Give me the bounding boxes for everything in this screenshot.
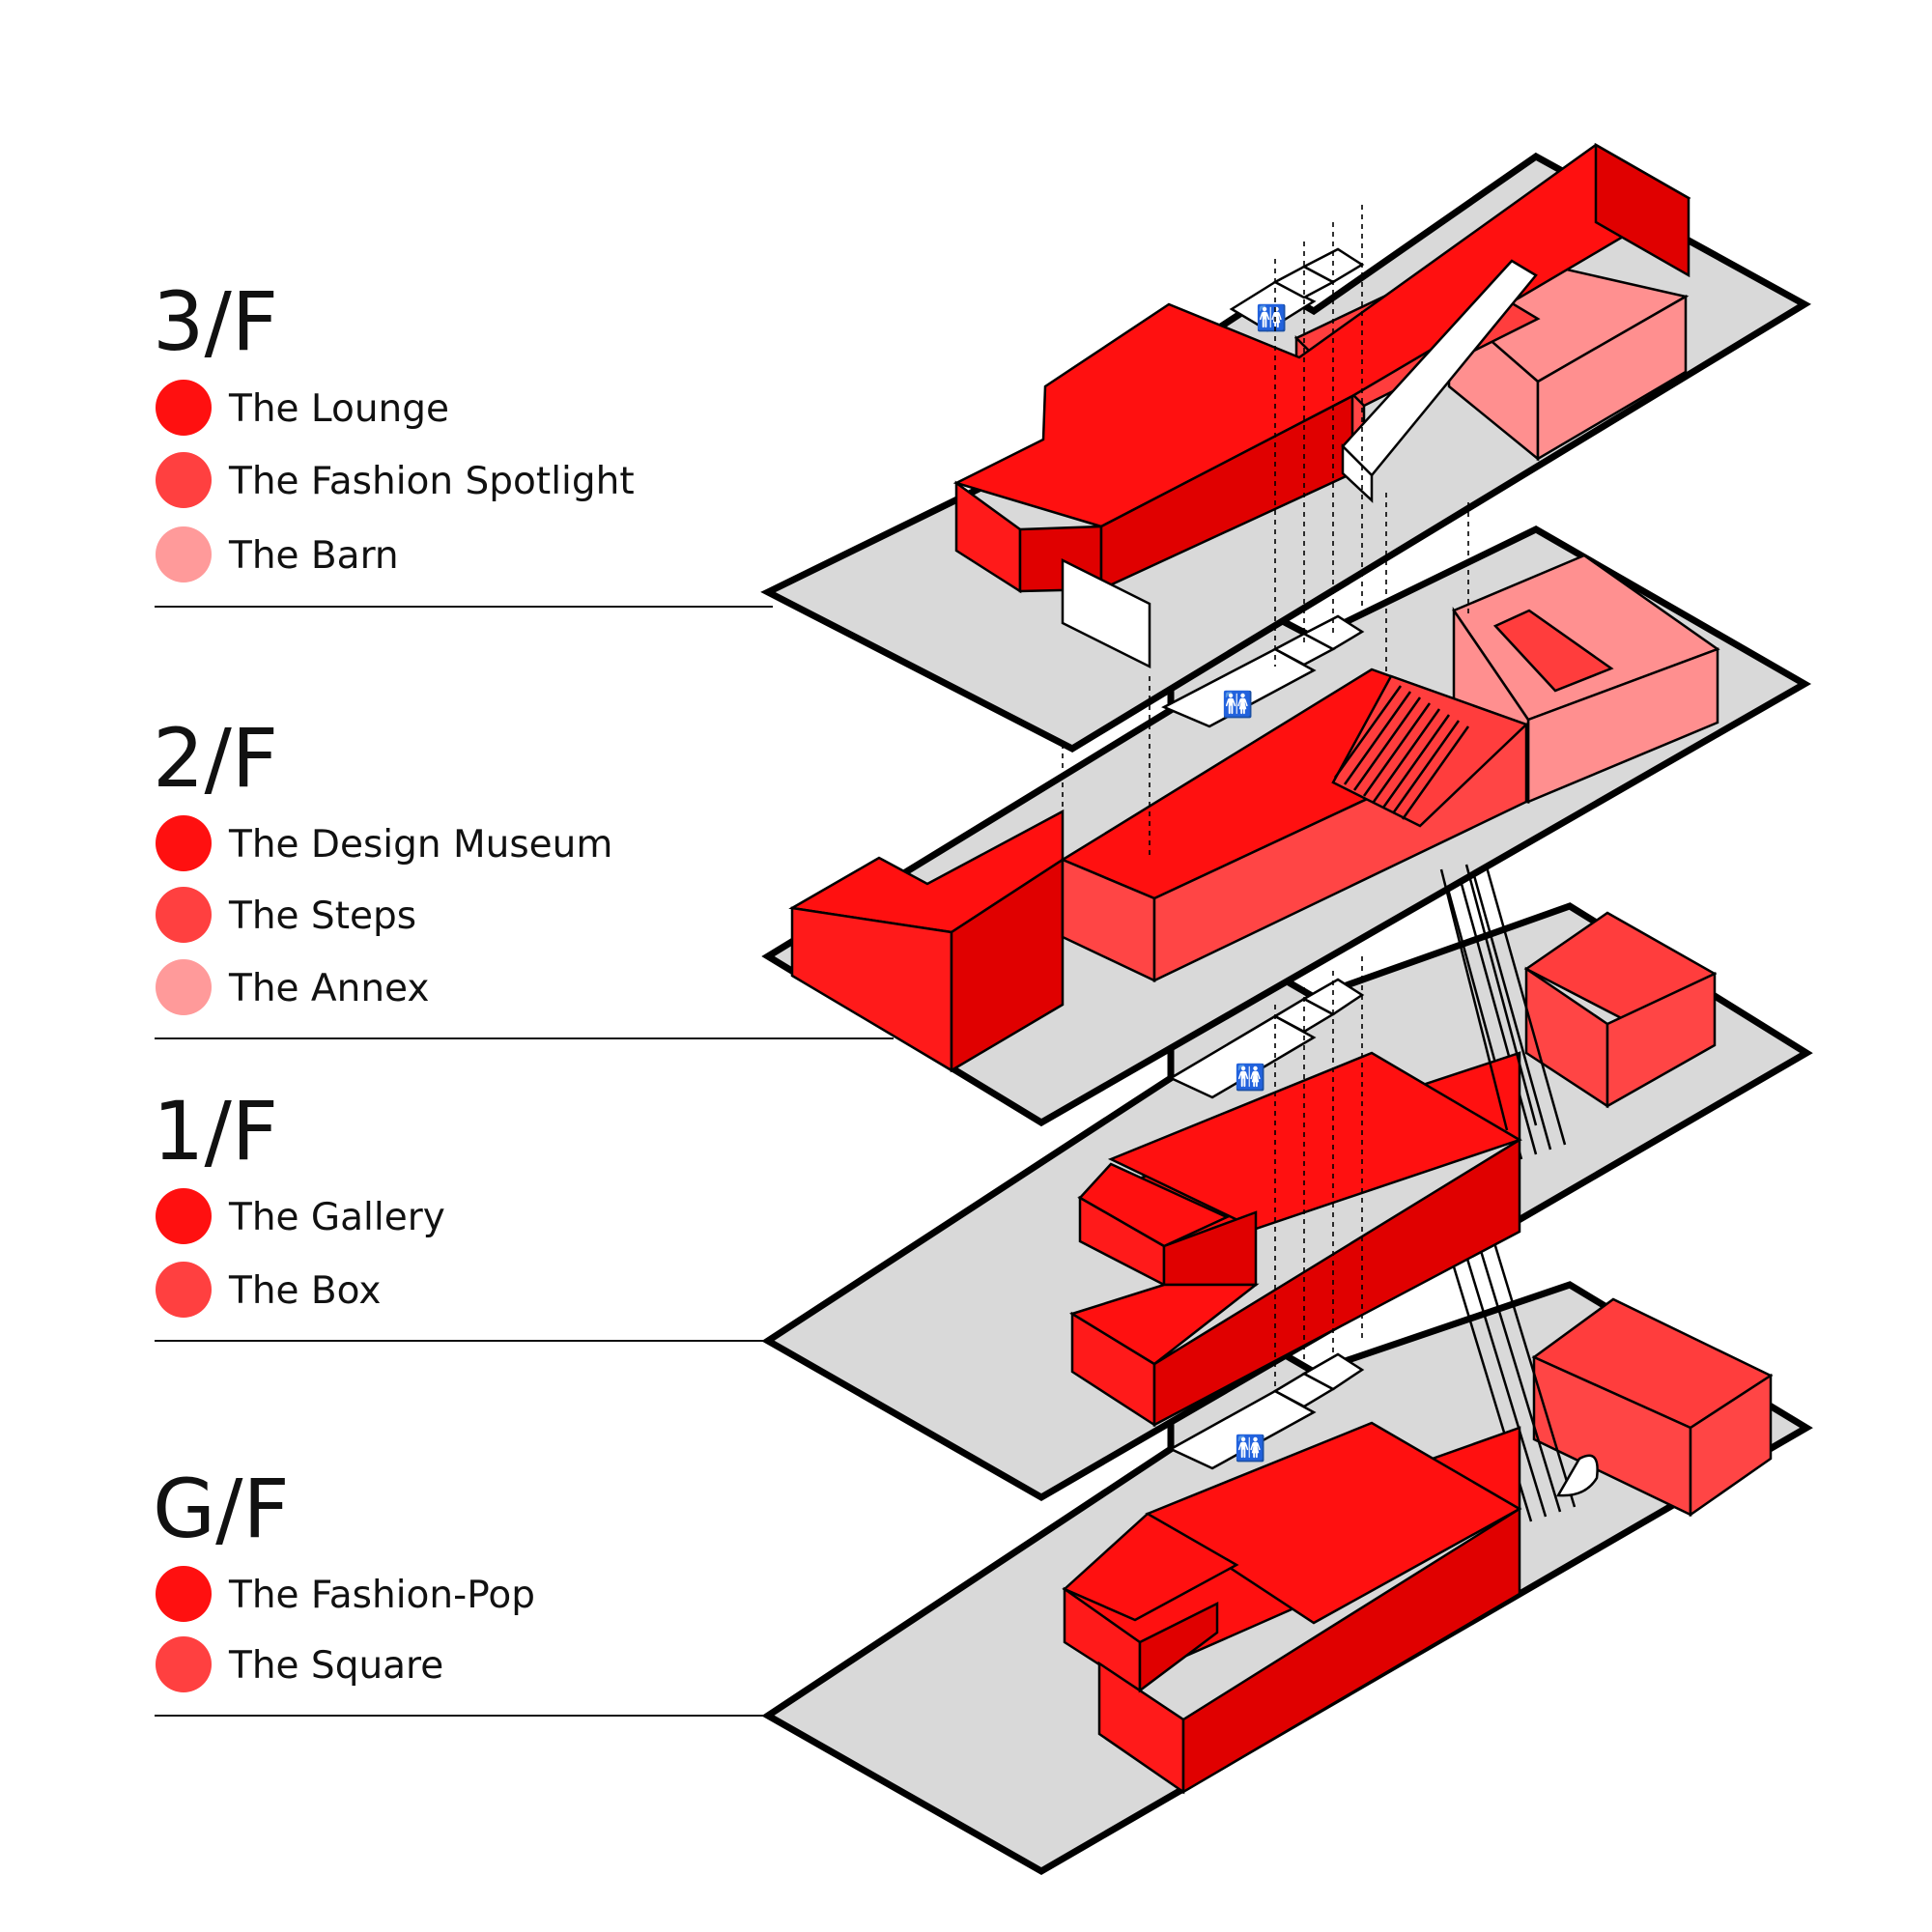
- zone-label: The Fashion Spotlight: [228, 460, 635, 503]
- zone-swatch: [156, 1566, 212, 1622]
- zone-block-gallery: [1069, 1051, 1522, 1428]
- floor-label-3f: 3/F: [153, 274, 278, 369]
- zone-label: The Barn: [228, 534, 399, 578]
- zone-swatch: [156, 1262, 212, 1318]
- zone-swatch: [156, 526, 212, 582]
- escalator: [1439, 864, 1538, 1131]
- zone-label: The Steps: [228, 895, 416, 938]
- floor-label-2f: 2/F: [153, 711, 278, 806]
- zone-label: The Lounge: [228, 387, 449, 431]
- zone-swatch: [156, 452, 212, 508]
- zone-swatch: [156, 959, 212, 1015]
- restroom-core: 🚻: [1161, 614, 1365, 728]
- zone-label: The Annex: [228, 967, 429, 1010]
- restroom-icon: 🚻: [1235, 1063, 1265, 1093]
- zone-block-box: [1523, 911, 1718, 1109]
- floor-label-1f: 1/F: [153, 1084, 278, 1179]
- zone-swatch: [156, 815, 212, 871]
- restroom-core: 🚻: [1168, 978, 1365, 1099]
- floor-gf: 🚻: [761, 1236, 1813, 1876]
- zone-label: The Gallery: [228, 1196, 445, 1239]
- floor-label-gf: G/F: [153, 1462, 290, 1556]
- zone-block-lounge: [952, 142, 1691, 669]
- alignment-guides: [1062, 205, 1469, 1391]
- floor-3f: 🚻: [760, 142, 1811, 753]
- zone-label: The Fashion-Pop: [228, 1574, 535, 1617]
- zone-swatch: [156, 1188, 212, 1244]
- escalator: [1441, 856, 1567, 1160]
- zone-block-annex: [1452, 554, 1720, 805]
- zone-swatch: [156, 887, 212, 943]
- zone-block-fashion-pop: [1062, 1421, 1522, 1795]
- zone-swatch: [156, 1636, 212, 1692]
- restroom-icon: 🚻: [1222, 690, 1253, 720]
- zone-label: The Design Museum: [228, 823, 612, 867]
- zone-label: The Square: [228, 1644, 443, 1688]
- restroom-icon: 🚻: [1235, 1434, 1265, 1463]
- zone-swatch: [156, 380, 212, 436]
- zone-label: The Box: [228, 1269, 381, 1313]
- restroom-core: 🚻: [1168, 1352, 1365, 1470]
- floor-2f: 🚻: [761, 526, 1812, 1131]
- restroom-icon: 🚻: [1256, 303, 1287, 333]
- floor-1f: 🚻: [761, 856, 1813, 1502]
- zone-block-steps: [1331, 674, 1529, 828]
- zone-block-square: [1531, 1297, 1774, 1518]
- legend: 3/F The Lounge The Fashion Spotlight The…: [153, 274, 894, 1717]
